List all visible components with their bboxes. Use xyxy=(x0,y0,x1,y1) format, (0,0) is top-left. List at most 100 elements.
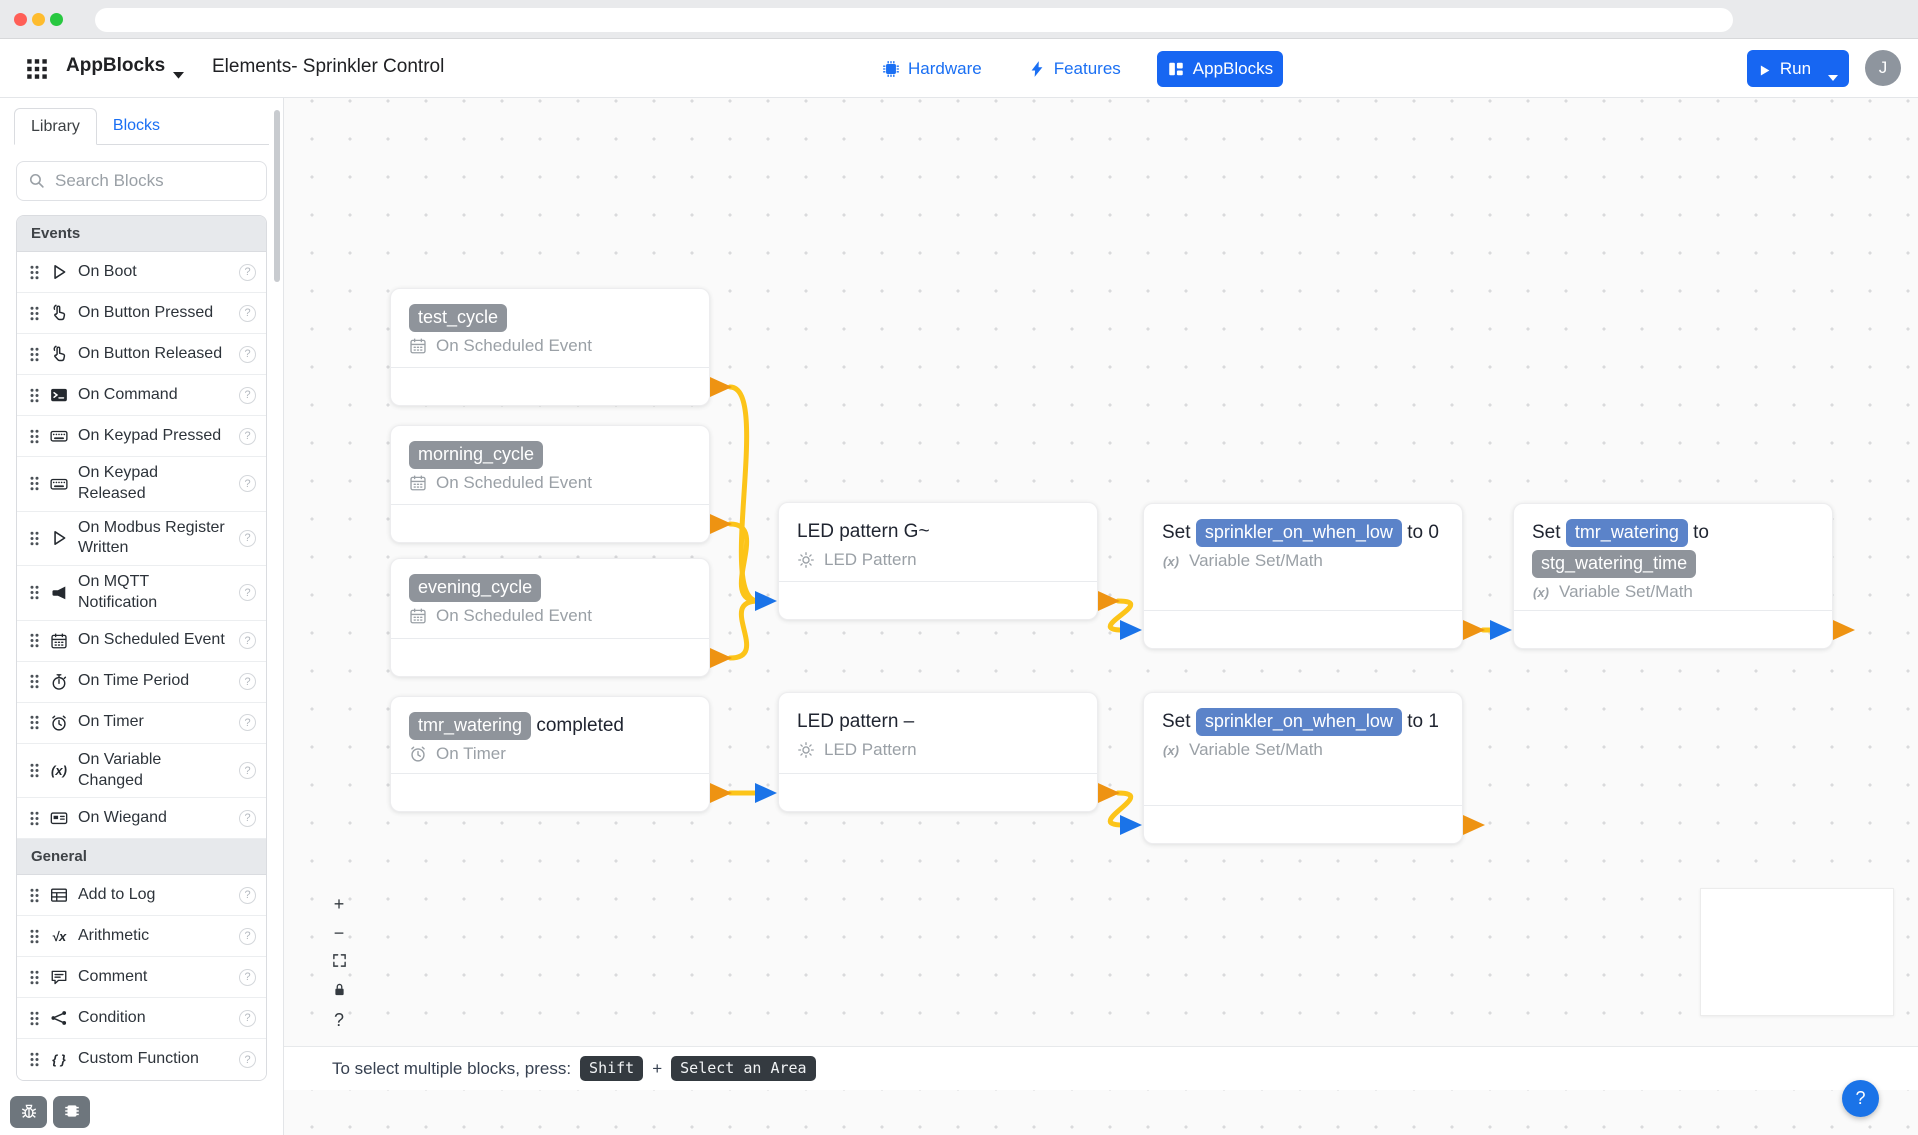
drag-handle-icon[interactable] xyxy=(29,632,40,649)
library-item-on-wiegand[interactable]: On Wiegand? xyxy=(17,798,266,840)
library-item-on-button-pressed[interactable]: On Button Pressed? xyxy=(17,293,266,334)
item-help-icon[interactable]: ? xyxy=(239,632,256,650)
drag-handle-icon[interactable] xyxy=(29,305,40,322)
nav-hardware[interactable]: Hardware xyxy=(872,51,992,87)
library-item-add-to-log[interactable]: Add to Log? xyxy=(17,875,266,917)
flow-block-led_n[interactable]: LED pattern –LED Pattern xyxy=(778,692,1098,812)
item-help-icon[interactable]: ? xyxy=(239,1051,256,1069)
drag-handle-icon[interactable] xyxy=(29,1051,40,1068)
item-help-icon[interactable]: ? xyxy=(239,968,256,986)
output-port-tmr_watering_completed[interactable] xyxy=(710,783,732,803)
item-help-icon[interactable]: ? xyxy=(239,584,256,602)
flow-block-set_low_1[interactable]: Set sprinkler_on_when_low to 1(x)Variabl… xyxy=(1143,692,1463,844)
item-help-icon[interactable]: ? xyxy=(239,809,256,827)
tab-blocks[interactable]: Blocks xyxy=(112,117,161,134)
library-item-on-timer[interactable]: On Timer? xyxy=(17,702,266,744)
drag-handle-icon[interactable] xyxy=(29,887,40,904)
drag-handle-icon[interactable] xyxy=(29,428,40,445)
zoom-out-button[interactable]: − xyxy=(328,922,350,944)
lock-button[interactable] xyxy=(328,980,350,1002)
run-button[interactable]: Run xyxy=(1747,50,1849,87)
item-help-icon[interactable]: ? xyxy=(239,304,256,322)
fit-view-button[interactable] xyxy=(328,951,350,973)
library-item-condition[interactable]: Condition? xyxy=(17,998,266,1040)
device-button[interactable] xyxy=(53,1096,90,1128)
run-options-chevron-icon[interactable] xyxy=(1828,66,1839,81)
minimize-window-button[interactable] xyxy=(32,13,45,26)
drag-handle-icon[interactable] xyxy=(29,1010,40,1027)
library-item-comment[interactable]: Comment? xyxy=(17,957,266,999)
item-help-icon[interactable]: ? xyxy=(239,673,256,691)
sidebar-scrollbar[interactable] xyxy=(274,110,280,282)
item-help-icon[interactable]: ? xyxy=(239,927,256,945)
drag-handle-icon[interactable] xyxy=(29,810,40,827)
output-port-led_n[interactable] xyxy=(1098,783,1120,803)
flow-block-set_low_0[interactable]: Set sprinkler_on_when_low to 0(x)Variabl… xyxy=(1143,503,1463,649)
app-menu-dropdown[interactable]: AppBlocks xyxy=(66,55,185,79)
item-help-icon[interactable]: ? xyxy=(239,1009,256,1027)
drag-handle-icon[interactable] xyxy=(29,969,40,986)
minimap[interactable] xyxy=(1700,888,1894,1016)
close-window-button[interactable] xyxy=(14,13,27,26)
output-port-set_tmr[interactable] xyxy=(1833,620,1855,640)
output-port-morning_cycle[interactable] xyxy=(710,514,732,534)
input-port-set_low_0[interactable] xyxy=(1120,620,1142,640)
item-help-icon[interactable]: ? xyxy=(239,714,256,732)
drag-handle-icon[interactable] xyxy=(29,346,40,363)
drag-handle-icon[interactable] xyxy=(29,584,40,601)
debug-button[interactable] xyxy=(10,1096,47,1128)
output-port-set_low_1[interactable] xyxy=(1463,815,1485,835)
library-item-on-keypad-pressed[interactable]: On Keypad Pressed? xyxy=(17,416,266,457)
output-port-test_cycle[interactable] xyxy=(710,377,732,397)
item-help-icon[interactable]: ? xyxy=(239,475,256,493)
library-item-on-time-period[interactable]: On Time Period? xyxy=(17,661,266,703)
drag-handle-icon[interactable] xyxy=(29,264,40,281)
nav-features[interactable]: Features xyxy=(1018,51,1131,87)
library-item-on-boot[interactable]: On Boot? xyxy=(17,252,266,293)
drag-handle-icon[interactable] xyxy=(29,387,40,404)
item-help-icon[interactable]: ? xyxy=(239,529,256,547)
item-help-icon[interactable]: ? xyxy=(239,263,256,281)
help-button[interactable]: ? xyxy=(1842,1080,1879,1117)
item-help-icon[interactable]: ? xyxy=(239,386,256,404)
library-item-custom-function[interactable]: { }Custom Function? xyxy=(17,1039,266,1081)
library-item-on-mqtt-notification[interactable]: On MQTT Notification? xyxy=(17,566,266,621)
drag-handle-icon[interactable] xyxy=(29,762,40,779)
item-help-icon[interactable]: ? xyxy=(239,762,256,780)
drag-handle-icon[interactable] xyxy=(29,673,40,690)
address-bar[interactable] xyxy=(95,8,1733,32)
search-input[interactable] xyxy=(16,161,267,201)
nav-appblocks[interactable]: AppBlocks xyxy=(1156,50,1284,87)
drag-handle-icon[interactable] xyxy=(29,530,40,547)
input-port-led_g[interactable] xyxy=(755,591,777,611)
item-help-icon[interactable]: ? xyxy=(239,886,256,904)
zoom-in-button[interactable]: + xyxy=(328,893,350,915)
library-item-on-scheduled-event[interactable]: On Scheduled Event? xyxy=(17,620,266,662)
library-item-on-keypad-released[interactable]: On Keypad Released? xyxy=(17,457,266,512)
input-port-set_low_1[interactable] xyxy=(1120,815,1142,835)
library-item-on-modbus-register-written[interactable]: On Modbus Register Written? xyxy=(17,511,266,567)
drag-handle-icon[interactable] xyxy=(29,475,40,492)
app-launcher-grid-icon[interactable] xyxy=(26,58,48,80)
flow-block-set_tmr[interactable]: Set tmr_watering to stg_watering_time(x)… xyxy=(1513,503,1833,649)
drag-handle-icon[interactable] xyxy=(29,928,40,945)
output-port-evening_cycle[interactable] xyxy=(710,648,732,668)
input-port-set_tmr[interactable] xyxy=(1490,620,1512,640)
avatar[interactable]: J xyxy=(1865,50,1901,86)
item-help-icon[interactable]: ? xyxy=(239,345,256,363)
output-port-set_low_0[interactable] xyxy=(1463,620,1485,640)
library-item-on-variable-changed[interactable]: (x)On Variable Changed? xyxy=(17,743,266,799)
output-port-led_g[interactable] xyxy=(1098,591,1120,611)
zoom-help-button[interactable]: ? xyxy=(328,1009,350,1031)
flow-block-led_g[interactable]: LED pattern G~LED Pattern xyxy=(778,502,1098,620)
maximize-window-button[interactable] xyxy=(50,13,63,26)
drag-handle-icon[interactable] xyxy=(29,714,40,731)
tab-library[interactable]: Library xyxy=(14,108,97,145)
item-help-icon[interactable]: ? xyxy=(239,427,256,445)
